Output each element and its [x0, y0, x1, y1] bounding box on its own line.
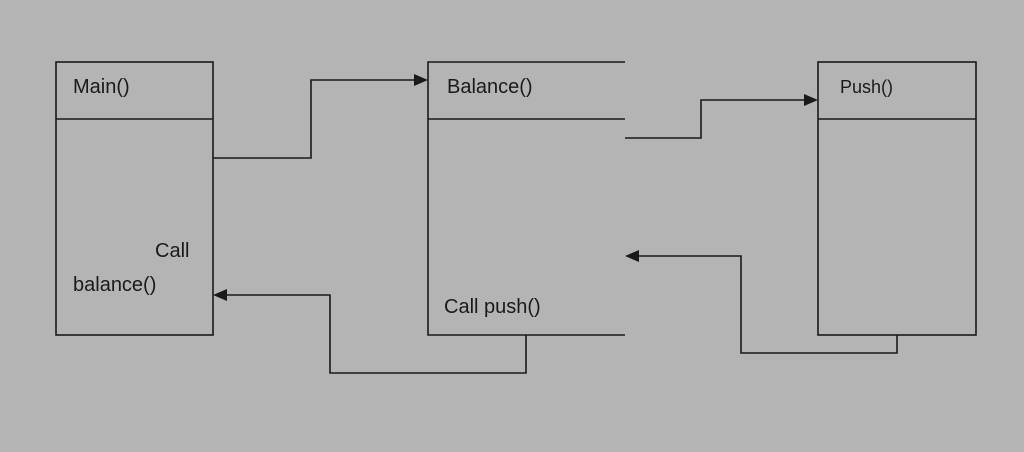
- arrow-push-return-head: [625, 250, 639, 262]
- arrow-push-return-line: [637, 255, 898, 354]
- main-call-label-line2: balance(): [73, 274, 156, 296]
- balance-box-outline: [427, 61, 625, 336]
- arrow-main-to-balance: [213, 74, 428, 159]
- arrow-balance-return-to-main: [213, 289, 527, 374]
- balance-header-label: Balance(): [447, 76, 533, 98]
- arrow-balance-to-push-line: [625, 99, 806, 139]
- balance-function-box: Balance() Call push(): [427, 61, 625, 336]
- balance-call-label: Call push(): [444, 296, 541, 318]
- arrow-push-return-to-balance: [625, 250, 898, 354]
- arrow-main-to-balance-head: [414, 74, 428, 86]
- arrow-balance-to-push-head: [804, 94, 818, 106]
- arrow-main-to-balance-line: [213, 79, 416, 159]
- push-header-label: Push(): [840, 77, 893, 97]
- main-call-label-line1: Call: [155, 240, 189, 262]
- push-function-box: Push(): [817, 61, 977, 336]
- arrow-balance-return-line: [225, 294, 527, 374]
- main-function-box: Main() Call balance(): [55, 61, 214, 336]
- push-box-outline: [817, 61, 977, 336]
- main-header-label: Main(): [73, 76, 130, 98]
- arrow-balance-to-push: [625, 94, 818, 139]
- main-box-outline: [55, 61, 214, 336]
- arrow-balance-return-head: [213, 289, 227, 301]
